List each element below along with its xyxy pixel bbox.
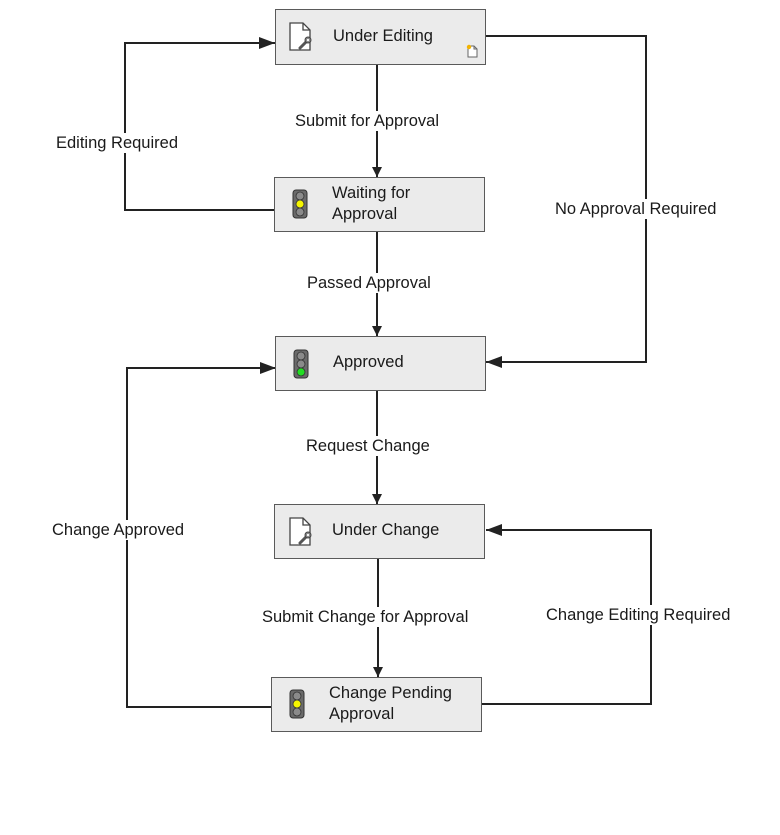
new-document-icon[interactable]: [465, 44, 479, 63]
traffic-light-green-icon: [293, 349, 309, 384]
document-edit-icon: [288, 22, 314, 57]
label-change-editing-required: Change Editing Required: [544, 605, 733, 625]
state-label: Approved: [333, 353, 404, 371]
label-passed-approval: Passed Approval: [305, 273, 433, 293]
state-approved[interactable]: Approved: [275, 336, 486, 391]
state-label: Under Change: [332, 521, 440, 539]
label-change-approved: Change Approved: [50, 520, 187, 540]
label-submit-change-for-approval: Submit Change for Approval: [260, 607, 471, 627]
label-submit-for-approval: Submit for Approval: [293, 111, 441, 131]
label-no-approval-required: No Approval Required: [553, 199, 719, 219]
label-editing-required: Editing Required: [54, 133, 180, 153]
state-label: Under Editing: [333, 27, 433, 45]
state-label: Change Pending Approval: [329, 684, 452, 723]
edge-editing-required[interactable]: [124, 37, 275, 211]
state-label: Waiting for Approval: [332, 184, 411, 223]
traffic-light-yellow-icon: [292, 189, 308, 224]
traffic-light-yellow-icon: [289, 689, 305, 724]
state-waiting-for-approval[interactable]: Waiting for Approval: [274, 177, 485, 232]
state-change-pending-approval[interactable]: Change Pending Approval: [271, 677, 482, 732]
label-request-change: Request Change: [304, 436, 432, 456]
state-under-editing[interactable]: Under Editing: [275, 9, 486, 65]
document-edit-icon: [288, 517, 314, 552]
state-under-change[interactable]: Under Change: [274, 504, 485, 559]
